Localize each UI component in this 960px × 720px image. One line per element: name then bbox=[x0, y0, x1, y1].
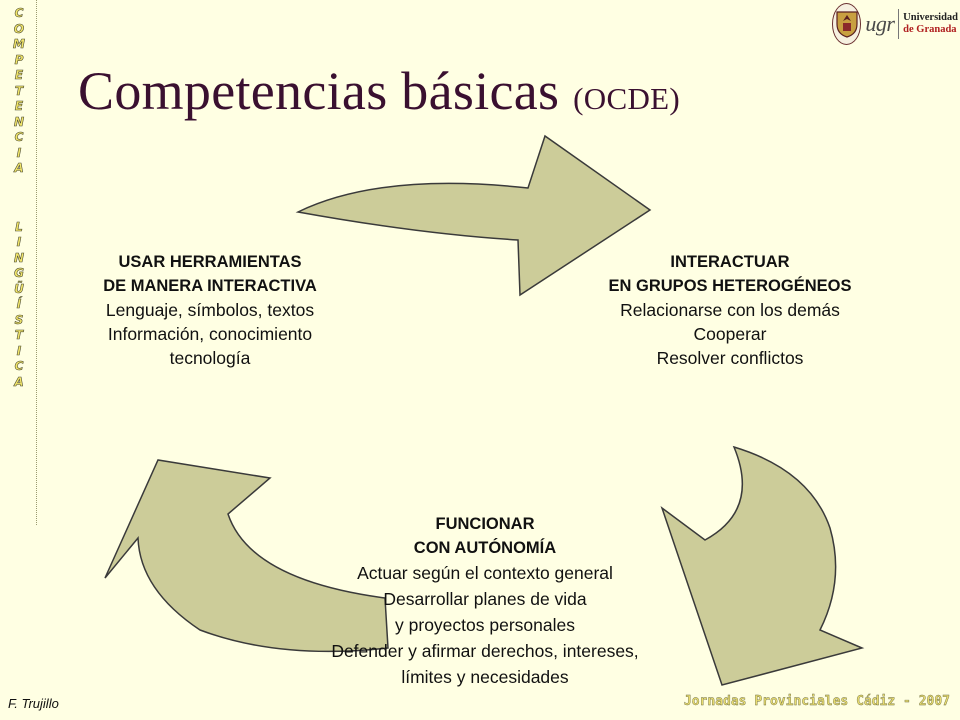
sidebar-letter: P bbox=[14, 52, 24, 67]
vertical-sidebar-text: C O M P E T E N C I A L I N G Ü Í S T I … bbox=[6, 6, 32, 390]
competence-tools: USAR HERRAMIENTAS DE MANERA INTERACTIVA … bbox=[60, 250, 360, 370]
title-main: Competencias básicas bbox=[78, 61, 560, 121]
competence-groups: INTERACTUAR EN GRUPOS HETEROGÉNEOS Relac… bbox=[580, 250, 880, 370]
sidebar-letter: T bbox=[14, 83, 24, 98]
footer-event: Jornadas Provinciales Cádiz - 2007 bbox=[683, 694, 951, 709]
sidebar-letter: N bbox=[13, 250, 25, 265]
logo-text: Universidad de Granada bbox=[903, 12, 958, 36]
block-heading: EN GRUPOS HETEROGÉNEOS bbox=[608, 277, 852, 295]
sidebar-letter: I bbox=[16, 343, 22, 358]
block-heading: USAR HERRAMIENTAS bbox=[118, 253, 302, 271]
sidebar-letter: Ü bbox=[14, 281, 24, 296]
block-line: Desarrollar planes de vida bbox=[383, 589, 587, 609]
sidebar-letter: E bbox=[14, 68, 24, 83]
page-title: Competencias básicas (OCDE) bbox=[78, 60, 680, 122]
block-line: Resolver conflictos bbox=[656, 348, 804, 368]
block-heading: DE MANERA INTERACTIVA bbox=[103, 277, 317, 295]
sidebar-letter: E bbox=[14, 99, 24, 114]
block-line: Información, conocimiento bbox=[107, 324, 313, 344]
logo-mark: ugr bbox=[865, 11, 895, 36]
sidebar-letter: T bbox=[14, 328, 24, 343]
block-line: Lenguaje, símbolos, textos bbox=[105, 300, 315, 320]
arrow-left bbox=[104, 459, 389, 653]
block-line: y proyectos personales bbox=[395, 615, 575, 635]
footer-author: F. Trujillo bbox=[8, 696, 59, 711]
sidebar-divider bbox=[36, 0, 37, 525]
competence-autonomy: FUNCIONAR CON AUTÓNOMÍA Actuar según el … bbox=[280, 512, 690, 690]
sidebar-letter: L bbox=[15, 219, 23, 234]
sidebar-letter: C bbox=[14, 6, 24, 21]
logo-line-1: Universidad bbox=[903, 12, 958, 23]
sidebar-letter: I bbox=[16, 235, 22, 250]
sidebar-letter: I bbox=[16, 145, 22, 160]
block-heading: INTERACTUAR bbox=[670, 253, 790, 271]
sidebar-letter: S bbox=[14, 312, 24, 327]
sidebar-letter: Í bbox=[16, 297, 22, 312]
arrow-top bbox=[295, 134, 652, 297]
logo-line-2: de Granada bbox=[903, 24, 957, 35]
block-line: límites y necesidades bbox=[401, 667, 569, 687]
block-line: Cooperar bbox=[693, 324, 767, 344]
sidebar-letter: G bbox=[14, 266, 24, 281]
block-heading: FUNCIONAR bbox=[435, 515, 535, 533]
university-logo: ugr Universidad de Granada bbox=[832, 2, 958, 46]
sidebar-letter: N bbox=[13, 114, 25, 129]
sidebar-letter: C bbox=[14, 359, 24, 374]
sidebar-letter: A bbox=[14, 374, 24, 389]
block-heading: CON AUTÓNOMÍA bbox=[413, 539, 557, 557]
block-line: Defender y afirmar derechos, intereses, bbox=[331, 641, 639, 661]
logo-divider bbox=[898, 9, 900, 39]
sidebar-letter: M bbox=[13, 37, 26, 52]
block-line: Relacionarse con los demás bbox=[620, 300, 840, 320]
sidebar-letter: O bbox=[13, 21, 25, 36]
block-line: tecnología bbox=[169, 348, 251, 368]
crest-icon bbox=[832, 3, 862, 45]
sidebar-letter: C bbox=[14, 130, 24, 145]
title-subtitle: (OCDE) bbox=[573, 81, 681, 116]
block-line: Actuar según el contexto general bbox=[357, 563, 613, 583]
sidebar-letter: A bbox=[14, 161, 24, 176]
arrow-right bbox=[660, 445, 865, 686]
